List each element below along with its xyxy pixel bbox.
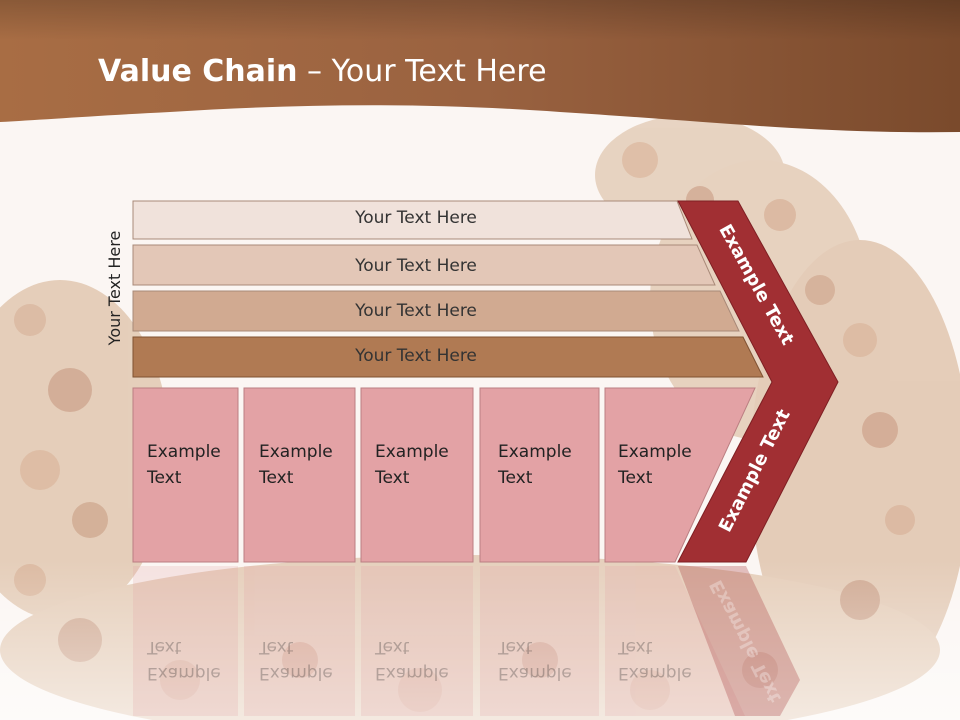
box-2-line1: Example: [259, 442, 333, 462]
bar-1: [132, 200, 693, 240]
box-4-line2: Text: [498, 468, 533, 488]
box-1-line2-reflection: Text: [147, 637, 182, 657]
box-3-line2-reflection: Text: [375, 637, 410, 657]
box-1-line2: Text: [147, 468, 182, 488]
box-4-line2-reflection: Text: [498, 637, 533, 657]
boxes-reflection: [133, 566, 745, 716]
box-5: [604, 387, 756, 563]
box-3-label-reflection: Example Text: [375, 634, 449, 686]
box-5-line1: Example: [618, 442, 692, 462]
box-2-label-reflection: Example Text: [259, 634, 333, 686]
bar-3-label: Your Text Here: [355, 301, 477, 321]
box-3-line2: Text: [375, 468, 410, 488]
box-4-line1-reflection: Example: [498, 663, 572, 683]
box-4-label-reflection: Example Text: [498, 634, 572, 686]
box-1: [132, 387, 239, 563]
bar-2-label: Your Text Here: [355, 256, 477, 276]
box-5-line2-reflection: Text: [618, 637, 653, 657]
slide-title: Value Chain – Your Text Here: [98, 54, 547, 89]
bar-1-label: Your Text Here: [355, 208, 477, 228]
bar-4-label: Your Text Here: [355, 346, 477, 366]
box-4: [479, 387, 600, 563]
box-4-line1: Example: [498, 442, 572, 462]
side-label: Your Text Here: [105, 230, 124, 346]
bar-2: [132, 244, 716, 286]
box-2: [243, 387, 356, 563]
box-1-line1-reflection: Example: [147, 663, 221, 683]
box-2-line2: Text: [259, 468, 294, 488]
box-1-label-reflection: Example Text: [147, 634, 221, 686]
chevron-arrow: [677, 200, 839, 563]
title-rest: – Your Text Here: [297, 54, 547, 89]
box-3-line1: Example: [375, 442, 449, 462]
box-5-line1-reflection: Example: [618, 663, 692, 683]
box-1-line1: Example: [147, 442, 221, 462]
bar-3: [132, 290, 740, 332]
title-bold: Value Chain: [98, 54, 298, 89]
box-3-line1-reflection: Example: [375, 663, 449, 683]
box-3: [360, 387, 474, 563]
box-2-line2-reflection: Text: [259, 637, 294, 657]
bar-4: [132, 336, 764, 378]
chevron-reflection: [678, 566, 800, 716]
box-5-line2: Text: [618, 468, 653, 488]
box-2-line1-reflection: Example: [259, 663, 333, 683]
box-5-label-reflection: Example Text: [618, 634, 692, 686]
